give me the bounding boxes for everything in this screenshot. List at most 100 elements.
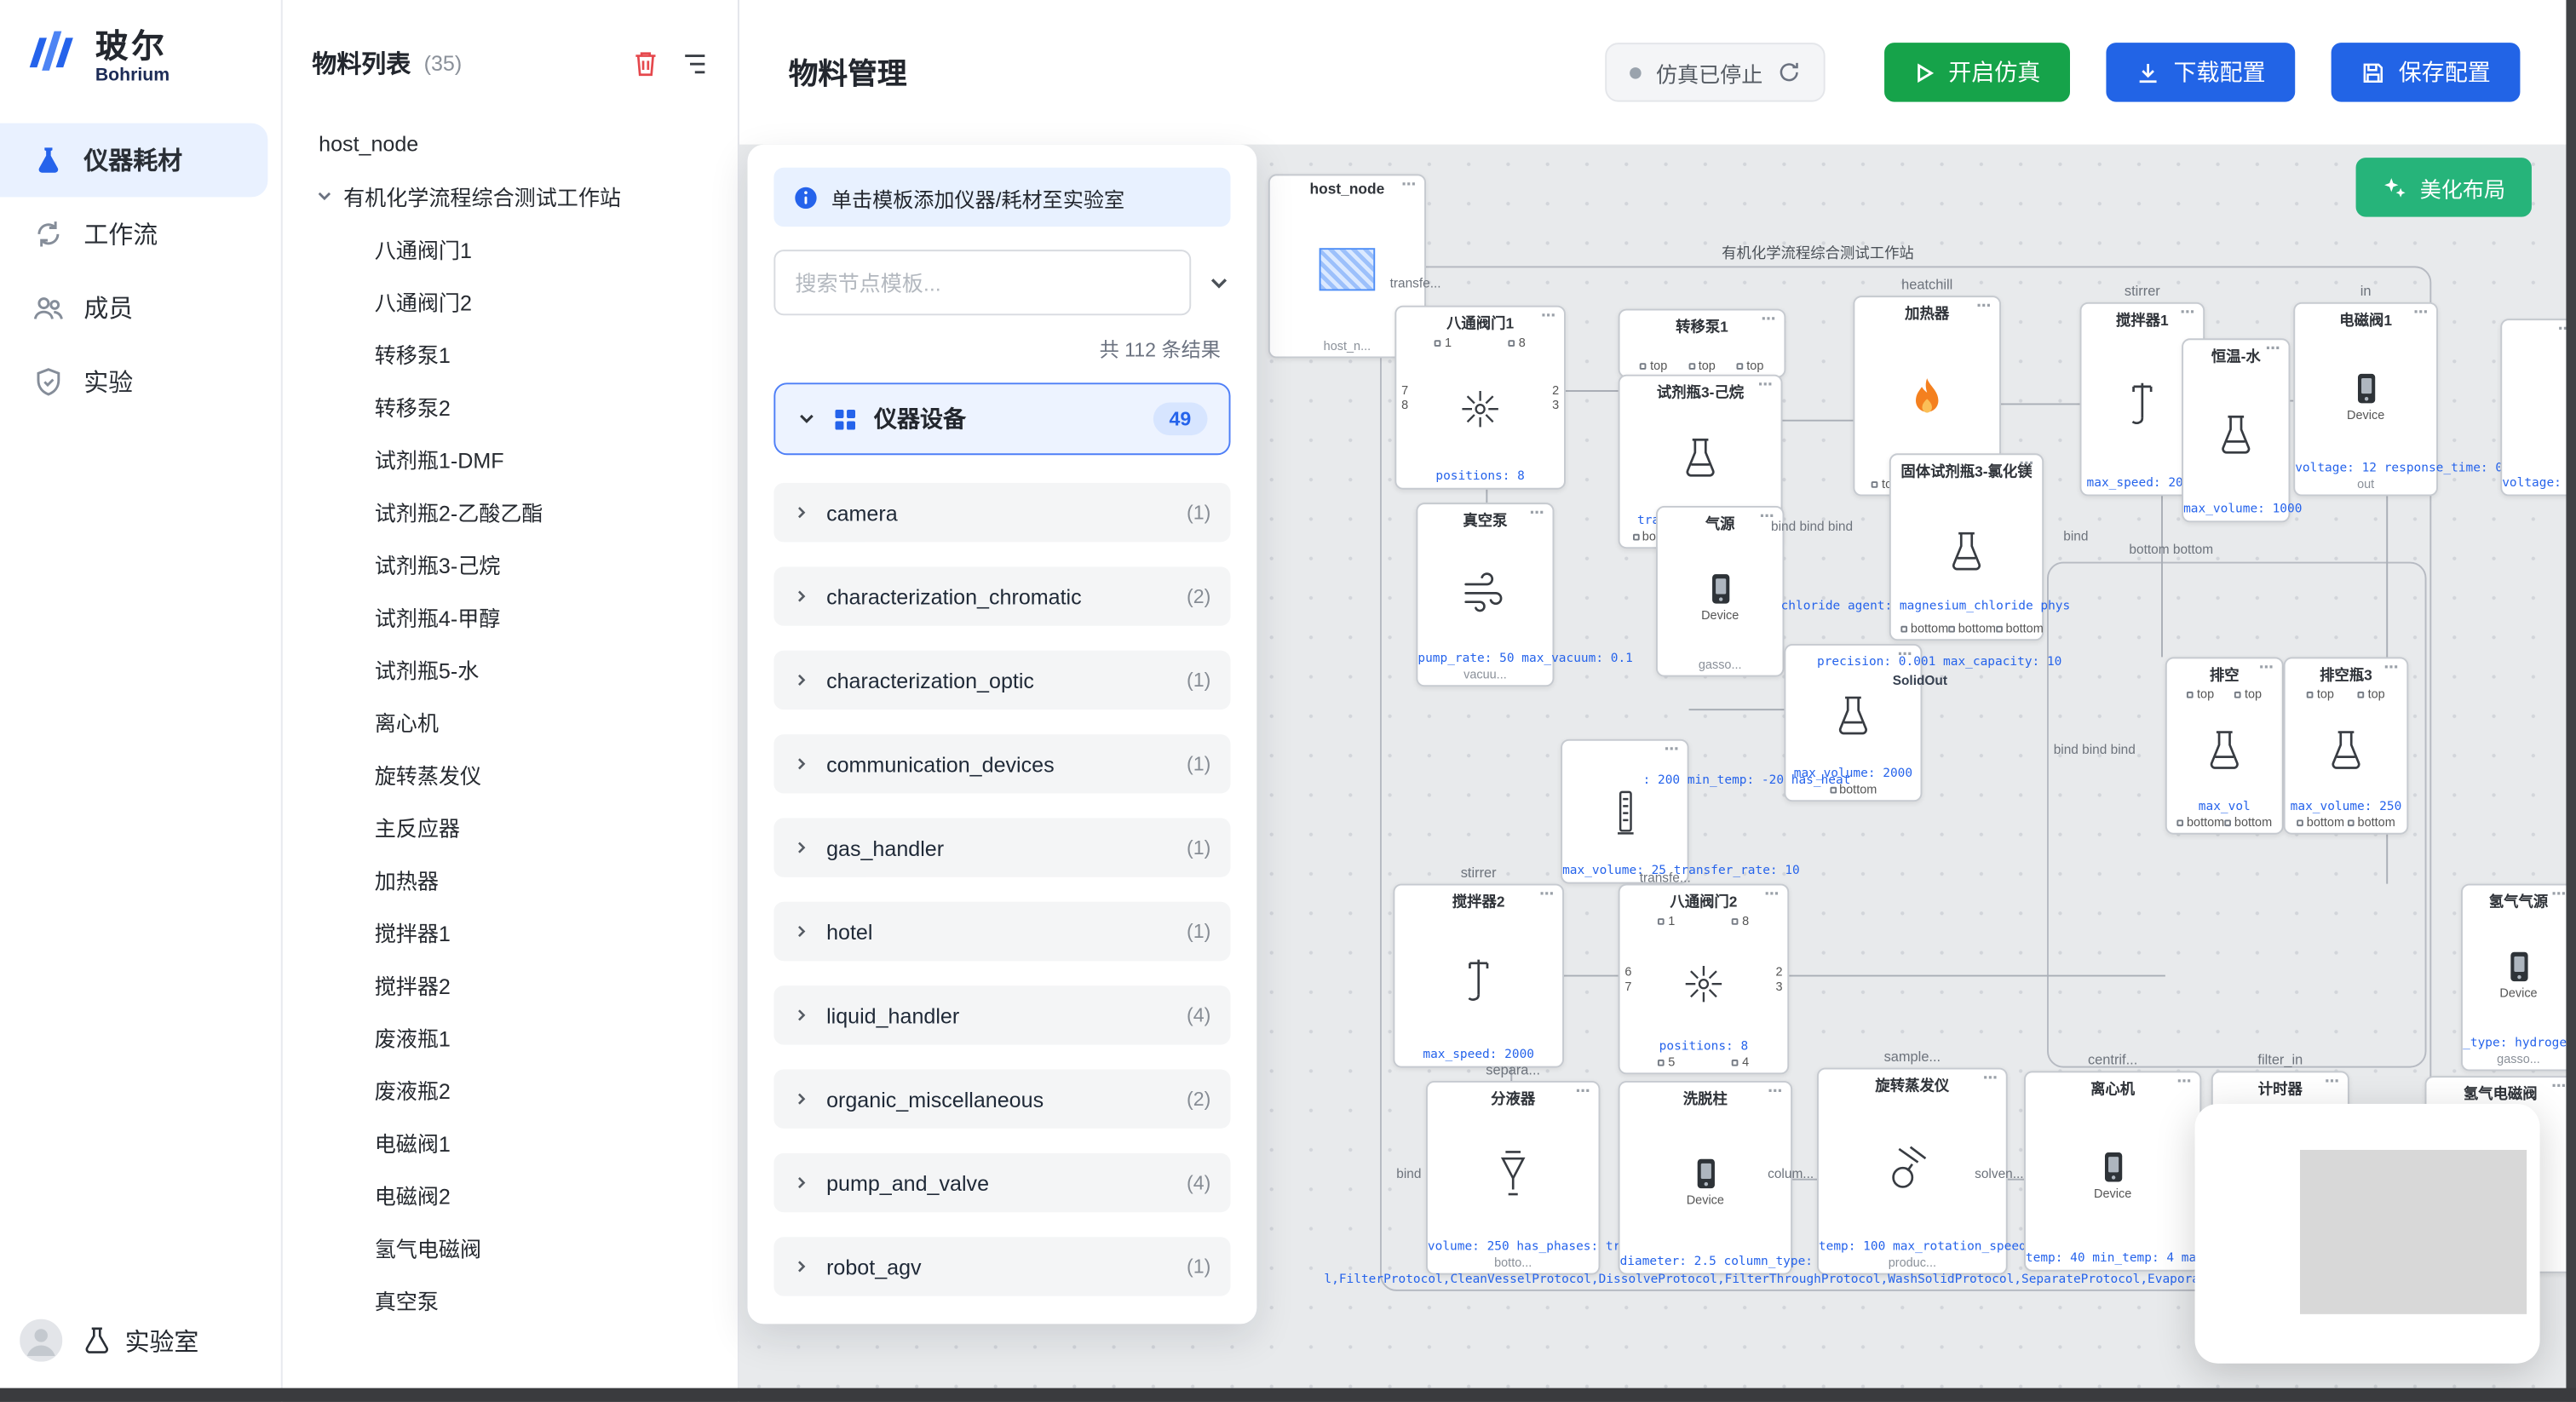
node-menu-icon[interactable]: ⋯ (2265, 340, 2281, 358)
category-instrument-devices[interactable]: 仪器设备 49 (773, 382, 1230, 455)
tree-node-item[interactable]: 搅拌器2 (283, 957, 738, 1010)
tree-node-item[interactable]: 真空泵 (283, 1273, 738, 1326)
minimap[interactable] (2195, 1104, 2540, 1364)
node-menu-icon[interactable]: ⋯ (1897, 646, 1913, 664)
sidebar-item-instrument[interactable]: 仪器耗材 (0, 124, 267, 198)
node-menu-icon[interactable]: ⋯ (1759, 508, 1775, 526)
port[interactable]: bottom (1830, 782, 1877, 796)
start-simulation-button[interactable]: 开启仿真 (1884, 43, 2070, 101)
port[interactable]: 8 (1509, 335, 1526, 349)
port[interactable]: top (1737, 358, 1764, 372)
node-menu-icon[interactable]: ⋯ (2259, 658, 2275, 676)
tree-node-item[interactable]: 试剂瓶5-水 (283, 642, 738, 695)
brand[interactable]: 玻尔 Bohrium (0, 0, 281, 124)
tree-node-item[interactable]: 八通阀门2 (283, 274, 738, 327)
node-menu-icon[interactable]: ⋯ (1575, 1083, 1591, 1100)
tree-node-item[interactable]: 八通阀门1 (283, 221, 738, 274)
canvas-node[interactable]: 真空泵⋯pump_rate: 50 max_vacuum: 0.1vacuu..… (1416, 503, 1554, 687)
canvas-node[interactable]: ⋯max_volume: 2000bottom (1784, 644, 1922, 802)
port[interactable]: bottom (1996, 621, 2044, 635)
tree-node-item[interactable]: 试剂瓶1-DMF (283, 432, 738, 485)
save-config-button[interactable]: 保存配置 (2332, 43, 2521, 101)
port[interactable]: top (2187, 687, 2214, 701)
refresh-icon[interactable] (1778, 60, 1801, 83)
node-menu-icon[interactable]: ⋯ (1758, 376, 1774, 394)
canvas-node[interactable]: 恒温-水⋯max_volume: 1000 (2182, 338, 2290, 522)
port[interactable]: bottom (1900, 621, 1948, 635)
template-group-gas_handler[interactable]: gas_handler(1) (773, 818, 1230, 876)
sidebar-item-experiment[interactable]: 实验 (0, 345, 267, 419)
user-avatar[interactable] (20, 1319, 62, 1362)
template-search-input[interactable] (773, 250, 1191, 315)
port[interactable]: top (2234, 687, 2262, 701)
canvas-node[interactable]: separa...分液器⋯volume: 250 has_phases: tru… (1426, 1081, 1600, 1275)
download-config-button[interactable]: 下载配置 (2106, 43, 2295, 101)
tree-node-item[interactable]: 转移泵1 (283, 327, 738, 380)
node-menu-icon[interactable]: ⋯ (1541, 307, 1557, 325)
node-menu-icon[interactable]: ⋯ (1401, 175, 1417, 193)
template-group-camera[interactable]: camera(1) (773, 483, 1230, 542)
tree-node-workstation[interactable]: 有机化学流程综合测试工作站 (283, 170, 738, 222)
canvas-node[interactable]: 转移泵1⋯toptoptop (1619, 309, 1786, 378)
node-menu-icon[interactable]: ⋯ (1665, 741, 1681, 759)
lab-switcher[interactable]: 实验室 (82, 1323, 198, 1358)
beautify-layout-button[interactable]: 美化布局 (2356, 158, 2532, 216)
collapse-all-icon[interactable] (1207, 271, 1230, 294)
port[interactable]: top (2307, 687, 2334, 701)
node-menu-icon[interactable]: ⋯ (2019, 455, 2035, 473)
canvas-node[interactable]: 固体试剂瓶3-氯化镁⋯bottombottombottom (1889, 453, 2044, 641)
tree-node-item[interactable]: 废液瓶1 (283, 1010, 738, 1063)
node-menu-icon[interactable]: ⋯ (1761, 310, 1777, 328)
canvas-node[interactable]: ⋯max_volume: 25 transfer_rate: 10 (1561, 739, 1688, 884)
node-menu-icon[interactable]: ⋯ (2176, 1072, 2193, 1090)
node-menu-icon[interactable]: ⋯ (1976, 297, 1992, 315)
tree-node-item[interactable]: 加热器 (283, 853, 738, 905)
canvas-node[interactable]: sample...旋转蒸发仪⋯temp: 100 max_rotation_sp… (1817, 1068, 2008, 1275)
tree-node-host[interactable]: host_node (283, 117, 738, 170)
tree-node-item[interactable]: 转移泵2 (283, 379, 738, 432)
template-group-characterization_chromatic[interactable]: characterization_chromatic(2) (773, 566, 1230, 625)
tree-node-item[interactable]: 电磁阀2 (283, 1168, 738, 1221)
sidebar-item-workflow[interactable]: 工作流 (0, 197, 267, 271)
port[interactable]: bottom (2297, 815, 2344, 830)
tree-node-item[interactable]: 离心机 (283, 695, 738, 748)
tree-node-item[interactable]: 废液瓶2 (283, 1063, 738, 1116)
tree-node-item[interactable]: 试剂瓶2-乙酸乙酯 (283, 485, 738, 537)
tree-node-item[interactable]: 搅拌器1 (283, 905, 738, 958)
node-menu-icon[interactable]: ⋯ (2180, 304, 2196, 322)
template-group-characterization_optic[interactable]: characterization_optic(1) (773, 651, 1230, 710)
template-group-liquid_handler[interactable]: liquid_handler(4) (773, 985, 1230, 1044)
canvas-node[interactable]: centrif...离心机⋯Devicetemp: 40 min_temp: 4… (2024, 1071, 2201, 1271)
port[interactable]: 5 (1659, 1054, 1676, 1069)
template-group-organic_miscellaneous[interactable]: organic_miscellaneous(2) (773, 1069, 1230, 1128)
tree-node-item[interactable]: 氢气电磁阀 (283, 1221, 738, 1273)
port[interactable]: 1 (1435, 335, 1452, 349)
node-menu-icon[interactable]: ⋯ (1529, 504, 1545, 522)
tree-node-item[interactable]: 电磁阀1 (283, 1115, 738, 1168)
tree-node-item[interactable]: 旋转蒸发仪 (283, 747, 738, 800)
canvas-node[interactable]: 排空瓶3⋯toptopmax_volume: 250bottombottom (2284, 657, 2409, 834)
port[interactable]: 8 (1732, 913, 1749, 928)
canvas-node[interactable]: ⋯voltage: 12 (2500, 319, 2576, 496)
canvas-node[interactable]: in电磁阀1⋯Devicevoltage: 12 response_time: … (2293, 302, 2438, 497)
node-menu-icon[interactable]: ⋯ (2325, 1072, 2341, 1090)
template-group-communication_devices[interactable]: communication_devices(1) (773, 734, 1230, 793)
canvas-node[interactable]: 氢气气源⋯Device_type: hydrogengasso... (2461, 884, 2576, 1072)
port[interactable]: bottom (2348, 815, 2395, 830)
template-group-robot_agv[interactable]: robot_agv(1) (773, 1237, 1230, 1296)
minimap-viewport[interactable] (2300, 1150, 2527, 1314)
tree-node-item[interactable]: 主反应器 (283, 800, 738, 853)
port[interactable]: top (1688, 358, 1716, 372)
canvas-node[interactable]: 八通阀门1⋯18positions: 87823 (1394, 306, 1566, 490)
tree-node-item[interactable]: 试剂瓶4-甲醇 (283, 589, 738, 642)
node-menu-icon[interactable]: ⋯ (2383, 658, 2400, 676)
tree-node-item[interactable]: 试剂瓶3-己烷 (283, 537, 738, 590)
node-menu-icon[interactable]: ⋯ (1539, 885, 1555, 903)
node-menu-icon[interactable]: ⋯ (1764, 885, 1780, 903)
sidebar-item-members[interactable]: 成员 (0, 271, 267, 345)
port[interactable]: bottom (1948, 621, 1996, 635)
simulation-status-pill[interactable]: 仿真已停止 (1605, 43, 1825, 101)
port[interactable]: bottom (2224, 815, 2272, 830)
node-menu-icon[interactable]: ⋯ (1983, 1069, 1999, 1087)
canvas-node[interactable]: stirrer搅拌器2⋯max_speed: 2000 (1393, 884, 1564, 1068)
